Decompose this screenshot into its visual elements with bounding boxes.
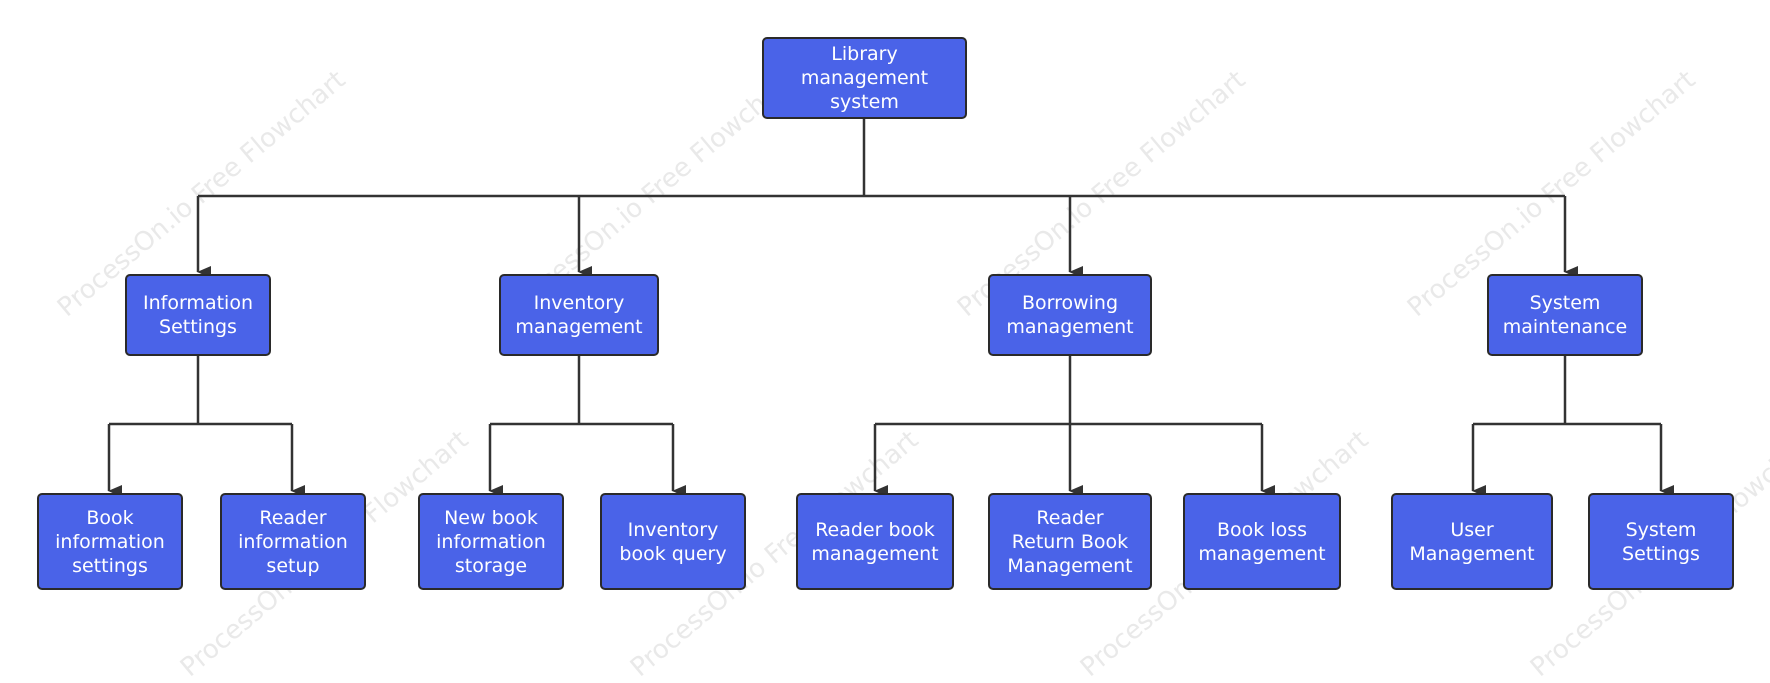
node-label: Reader Return Book Management (1007, 506, 1133, 577)
node-label: Book loss management (1198, 518, 1326, 565)
node-reader-information-setup[interactable]: Reader information setup (220, 493, 366, 590)
node-information-settings[interactable]: Information Settings (125, 274, 271, 356)
node-library-management-system[interactable]: Library management system (762, 37, 967, 119)
node-label: System Settings (1622, 518, 1700, 565)
node-reader-return-book-management[interactable]: Reader Return Book Management (988, 493, 1152, 590)
node-user-management[interactable]: User Management (1391, 493, 1553, 590)
node-label: Book information settings (55, 506, 165, 577)
node-book-information-settings[interactable]: Book information settings (37, 493, 183, 590)
node-inventory-management[interactable]: Inventory management (499, 274, 659, 356)
node-label: New book information storage (436, 506, 546, 577)
node-label: Information Settings (143, 292, 253, 338)
node-borrowing-management[interactable]: Borrowing management (988, 274, 1152, 356)
node-label: Inventory book query (619, 518, 727, 565)
node-inventory-book-query[interactable]: Inventory book query (600, 493, 746, 590)
node-label: User Management (1409, 518, 1535, 565)
connector-layer (107, 119, 1674, 497)
node-label: Reader information setup (238, 506, 348, 577)
node-new-book-information-storage[interactable]: New book information storage (418, 493, 564, 590)
node-label: Reader book management (811, 518, 939, 565)
node-label: System maintenance (1502, 292, 1628, 338)
node-label: Library management system (800, 43, 929, 113)
node-label: Borrowing management (1006, 292, 1134, 338)
node-system-maintenance[interactable]: System maintenance (1487, 274, 1643, 356)
node-reader-book-management[interactable]: Reader book management (796, 493, 954, 590)
node-label: Inventory management (515, 292, 643, 338)
node-book-loss-management[interactable]: Book loss management (1183, 493, 1341, 590)
node-system-settings[interactable]: System Settings (1588, 493, 1734, 590)
